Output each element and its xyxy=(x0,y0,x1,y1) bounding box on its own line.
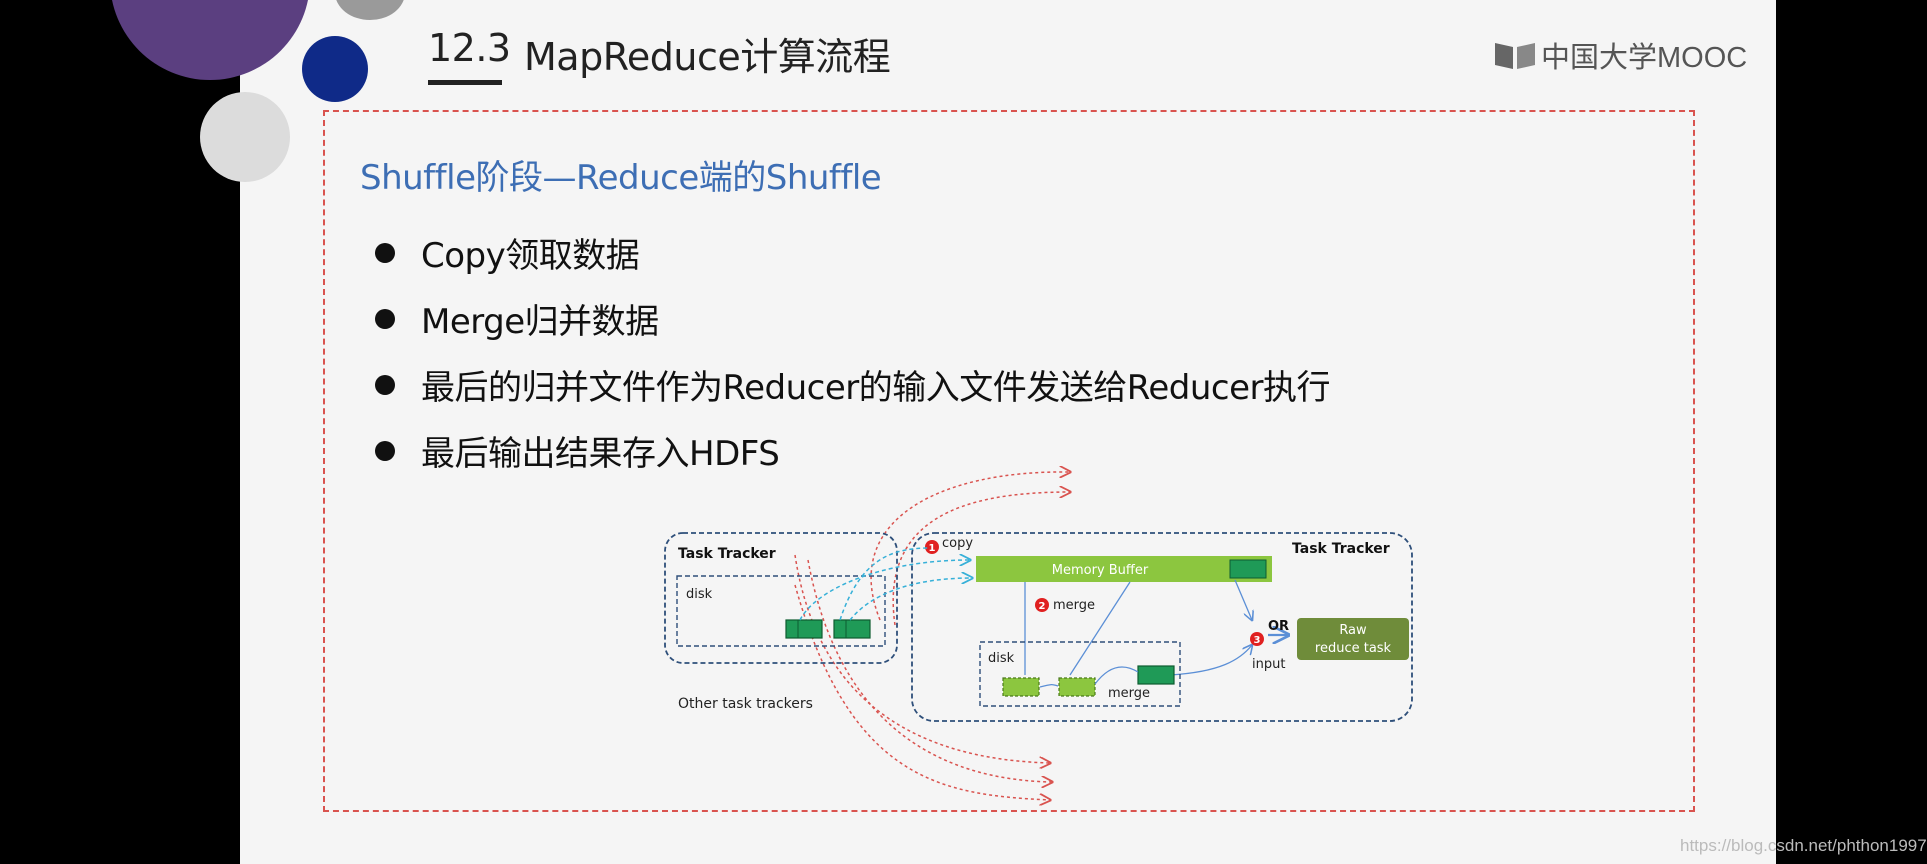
section-heading: Shuffle阶段—Reduce端的Shuffle xyxy=(360,158,882,198)
bullet-dot-icon xyxy=(375,242,395,263)
book-icon xyxy=(1495,43,1535,69)
right-task-tracker-box xyxy=(911,532,1413,722)
right-disk-label: disk xyxy=(988,651,1015,666)
decor-circle-navy xyxy=(302,36,368,102)
decor-circle-silver xyxy=(200,92,290,182)
bullet-text: Merge归并数据 xyxy=(421,302,659,342)
map-output-blocks xyxy=(785,619,871,639)
page-title: MapReduce计算流程 xyxy=(524,35,891,79)
merge-arrows xyxy=(1024,579,1288,676)
bullet-text: Copy领取数据 xyxy=(421,236,640,276)
or-label: OR xyxy=(1268,619,1289,634)
step1-number: 1 xyxy=(929,543,936,554)
bullet-dot-icon xyxy=(375,440,395,461)
raw-reduce-task xyxy=(1297,618,1409,660)
bullet-item: 最后输出结果存入HDFS xyxy=(375,426,780,475)
watermark: https://blog.csdn.net/phthon1997 xyxy=(1680,836,1927,855)
right-tracker-label: Task Tracker xyxy=(1292,541,1390,557)
other-trackers-arrows xyxy=(794,472,1070,800)
disk-merge-arrow xyxy=(1094,666,1139,685)
bullet-dot-icon xyxy=(375,374,395,395)
bullet-text: 最后输出结果存入HDFS xyxy=(421,434,780,474)
step3-badge xyxy=(1250,632,1264,646)
mooc-logo: 中国大学MOOC xyxy=(1493,34,1747,76)
copy-arrows xyxy=(799,547,972,621)
step2-number: 2 xyxy=(1039,601,1046,612)
raw-task-line2: reduce task xyxy=(1315,641,1392,656)
section-number-underline xyxy=(428,80,502,85)
raw-task-line1: Raw xyxy=(1339,623,1367,638)
step3-number: 3 xyxy=(1254,635,1261,646)
bullet-item: 最后的归并文件作为Reducer的输入文件发送给Reducer执行 xyxy=(375,360,1330,409)
spill-blocks xyxy=(1002,665,1175,697)
decor-circle-gray-top xyxy=(335,0,405,20)
step2-badge xyxy=(1035,598,1049,612)
step2-label: merge xyxy=(1053,598,1095,613)
section-number: 12.3 xyxy=(428,26,511,70)
step1-label: copy xyxy=(942,536,973,551)
other-trackers-label: Other task trackers xyxy=(678,696,813,712)
right-disk-box xyxy=(979,641,1181,707)
left-task-tracker-box xyxy=(664,532,898,664)
step1-badge xyxy=(925,540,939,554)
logo-text: 中国大学MOOC xyxy=(1541,42,1748,74)
bullet-dot-icon xyxy=(375,308,395,329)
buffer-block xyxy=(1229,559,1267,579)
bullet-item: Merge归并数据 xyxy=(375,294,659,343)
left-tracker-label: Task Tracker xyxy=(678,546,776,562)
slide: 12.3 MapReduce计算流程 中国大学MOOC Shuffle阶段—Re… xyxy=(110,0,1776,864)
disk-merge-label: merge xyxy=(1108,686,1150,701)
left-disk-label: disk xyxy=(686,587,713,602)
bullet-text: 最后的归并文件作为Reducer的输入文件发送给Reducer执行 xyxy=(421,368,1330,408)
disk-merge-arrow xyxy=(1039,684,1059,688)
content-frame xyxy=(323,110,1695,812)
shuffle-diagram: Task Tracker disk Task Tracker 1 copy Me… xyxy=(664,0,1413,864)
memory-buffer xyxy=(976,556,1272,582)
bullet-item: Copy领取数据 xyxy=(375,228,640,277)
input-label: input xyxy=(1252,657,1285,672)
left-disk-box xyxy=(676,575,886,647)
memory-buffer-label: Memory Buffer xyxy=(1052,563,1149,578)
